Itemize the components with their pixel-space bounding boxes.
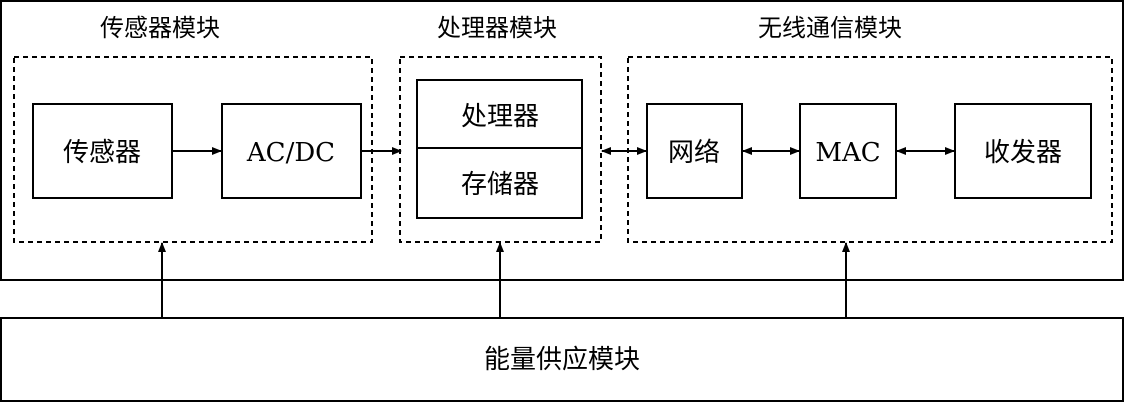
sensor-block: [32, 103, 173, 199]
mac-label: MAC: [815, 138, 880, 168]
sensor-module-box: [13, 56, 373, 243]
acdc-label: AC/DC: [246, 138, 335, 168]
memory-label: 存储器: [461, 170, 539, 200]
network-label: 网络: [668, 138, 720, 168]
processor-label: 处理器: [461, 102, 539, 132]
mac-block: [799, 103, 897, 199]
wireless-module-title: 无线通信模块: [758, 14, 902, 42]
sensor-module-title: 传感器模块: [100, 14, 220, 42]
sensor-label: 传感器: [63, 138, 141, 168]
processor-module-title: 处理器模块: [437, 14, 557, 42]
acdc-block: [221, 103, 362, 199]
power-module-box: [0, 317, 1124, 402]
transceiver-label: 收发器: [984, 138, 1062, 168]
main-frame: [0, 0, 1124, 281]
transceiver-block: [954, 103, 1092, 199]
power-module-label: 能量供应模块: [484, 345, 640, 375]
